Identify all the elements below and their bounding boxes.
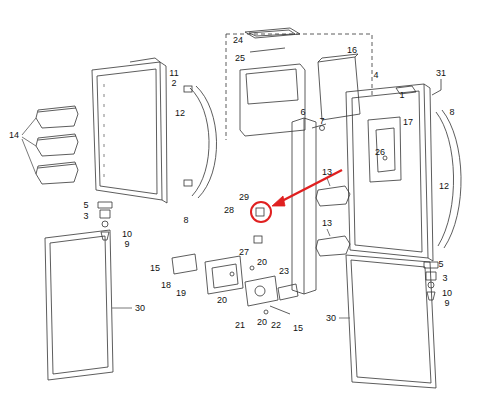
callout-number: 20 — [256, 257, 268, 267]
callout-number: 11 — [168, 68, 179, 78]
callout-number: 13 — [321, 218, 333, 228]
flapper-assembly — [172, 254, 298, 314]
callout-number: 8 — [182, 215, 189, 225]
door-gasket — [45, 230, 113, 380]
callout-number: 10 — [121, 229, 133, 239]
callout-number: 24 — [232, 35, 244, 45]
callout-number: 5 — [437, 259, 444, 269]
leader-line — [22, 118, 36, 174]
callout-number: 4 — [372, 70, 379, 80]
leader-line — [112, 308, 132, 309]
callout-number: 22 — [270, 320, 282, 330]
callout-number: 9 — [443, 298, 450, 308]
door-handle — [184, 86, 217, 198]
callout-number: 8 — [448, 107, 455, 117]
callout-number: 10 — [441, 288, 453, 298]
callout-number: 13 — [321, 167, 333, 177]
small-part — [254, 208, 264, 243]
water-tube — [432, 79, 441, 95]
callout-number: 5 — [82, 200, 89, 210]
door-handle — [436, 110, 461, 248]
right-door — [346, 84, 433, 261]
callout-number: 19 — [175, 288, 187, 298]
callout-number: 30 — [325, 313, 337, 323]
callout-number: 15 — [149, 263, 161, 273]
callout-number: 25 — [234, 53, 246, 63]
left-door — [92, 58, 167, 203]
callout-number: 3 — [441, 273, 448, 283]
callout-number: 23 — [278, 266, 290, 276]
callout-number: 2 — [170, 78, 177, 88]
callout-number: 21 — [234, 320, 246, 330]
callout-number: 15 — [292, 323, 304, 333]
callout-number: 20 — [216, 295, 228, 305]
callout-number: 1 — [398, 90, 405, 100]
callout-number: 28 — [223, 205, 235, 215]
callout-number: 29 — [238, 192, 250, 202]
callout-number: 31 — [435, 68, 447, 78]
pointer-arrow — [278, 170, 342, 203]
door-gasket — [346, 255, 436, 388]
callout-number: 12 — [438, 181, 450, 191]
callout-number: 16 — [346, 45, 358, 55]
highlight-circle — [251, 202, 271, 222]
leader-line — [339, 318, 350, 319]
callout-number: 6 — [299, 107, 306, 117]
door-shelf — [36, 106, 78, 184]
callout-number: 30 — [134, 303, 146, 313]
callout-number: 3 — [82, 211, 89, 221]
callout-number: 27 — [238, 247, 250, 257]
callout-number: 7 — [318, 116, 325, 126]
callout-number: 20 — [256, 317, 268, 327]
callout-number: 14 — [8, 130, 20, 140]
callout-number: 9 — [123, 239, 130, 249]
callout-number: 12 — [174, 108, 186, 118]
door-shelf — [316, 186, 350, 256]
callout-number: 18 — [160, 280, 172, 290]
callout-number: 17 — [402, 117, 414, 127]
arrow-head — [272, 196, 285, 206]
callout-number: 26 — [374, 147, 386, 157]
ice-bin-assembly — [226, 28, 372, 140]
